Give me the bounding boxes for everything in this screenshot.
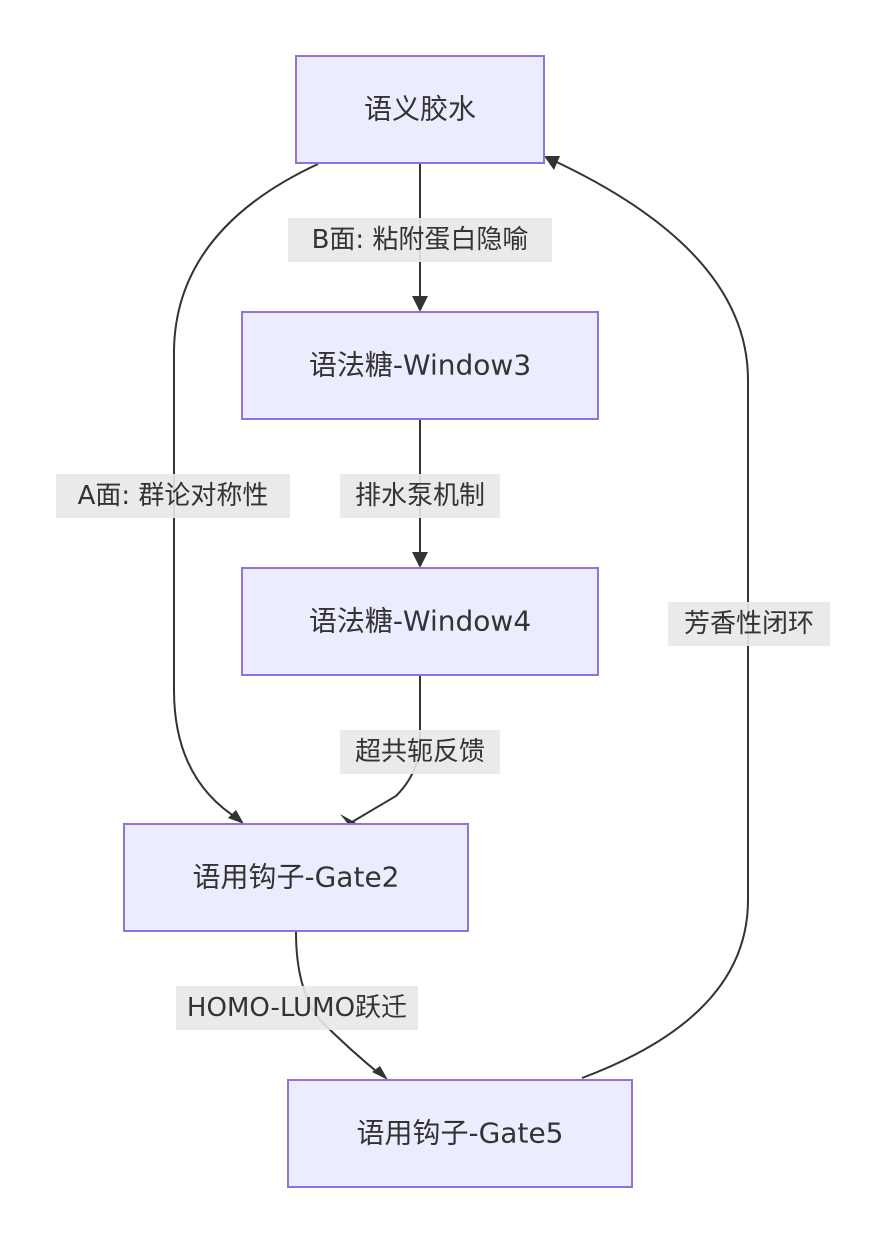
edge-label-drain-pump: 排水泵机制 xyxy=(340,474,500,518)
edge-label-aromaticity: 芳香性闭环 xyxy=(668,602,830,646)
arrowhead-n4-from-n1 xyxy=(228,810,244,824)
edge-n1-n4 xyxy=(173,163,319,821)
node-label: 语义胶水 xyxy=(364,93,476,126)
edge-label-homo-lumo: HOMO-LUMO跃迁 xyxy=(176,986,418,1030)
edge-label-text: 排水泵机制 xyxy=(355,481,485,511)
node-syntax-sugar-window4[interactable]: 语法糖-Window4 xyxy=(241,567,599,676)
node-pragmatic-hook-gate5[interactable]: 语用钩子-Gate5 xyxy=(287,1079,633,1188)
edge-label-text: A面: 群论对称性 xyxy=(78,481,269,511)
node-label: 语用钩子-Gate5 xyxy=(357,1117,564,1150)
arrowhead-n1 xyxy=(544,156,560,170)
edge-n5-n1 xyxy=(547,157,749,1079)
node-semantic-glue[interactable]: 语义胶水 xyxy=(295,55,545,164)
node-pragmatic-hook-gate2[interactable]: 语用钩子-Gate2 xyxy=(123,823,469,932)
edge-label-a-side: A面: 群论对称性 xyxy=(56,474,290,518)
arrowhead-n3 xyxy=(412,552,428,568)
node-label: 语用钩子-Gate2 xyxy=(193,861,400,894)
node-label: 语法糖-Window4 xyxy=(309,605,531,638)
edge-label-b-side: B面: 粘附蛋白隐喻 xyxy=(288,218,552,262)
node-syntax-sugar-window3[interactable]: 语法糖-Window3 xyxy=(241,311,599,420)
arrowhead-n4-from-n3 xyxy=(340,814,358,824)
edge-label-text: B面: 粘附蛋白隐喻 xyxy=(312,225,529,255)
arrowhead-n5 xyxy=(372,1066,388,1080)
arrowhead-n2 xyxy=(412,296,428,312)
edge-label-hyperconjugation: 超共轭反馈 xyxy=(340,730,500,774)
edge-label-text: 芳香性闭环 xyxy=(684,609,814,639)
edge-label-text: HOMO-LUMO跃迁 xyxy=(187,993,407,1023)
edge-label-text: 超共轭反馈 xyxy=(355,737,485,767)
node-label: 语法糖-Window3 xyxy=(309,349,531,382)
